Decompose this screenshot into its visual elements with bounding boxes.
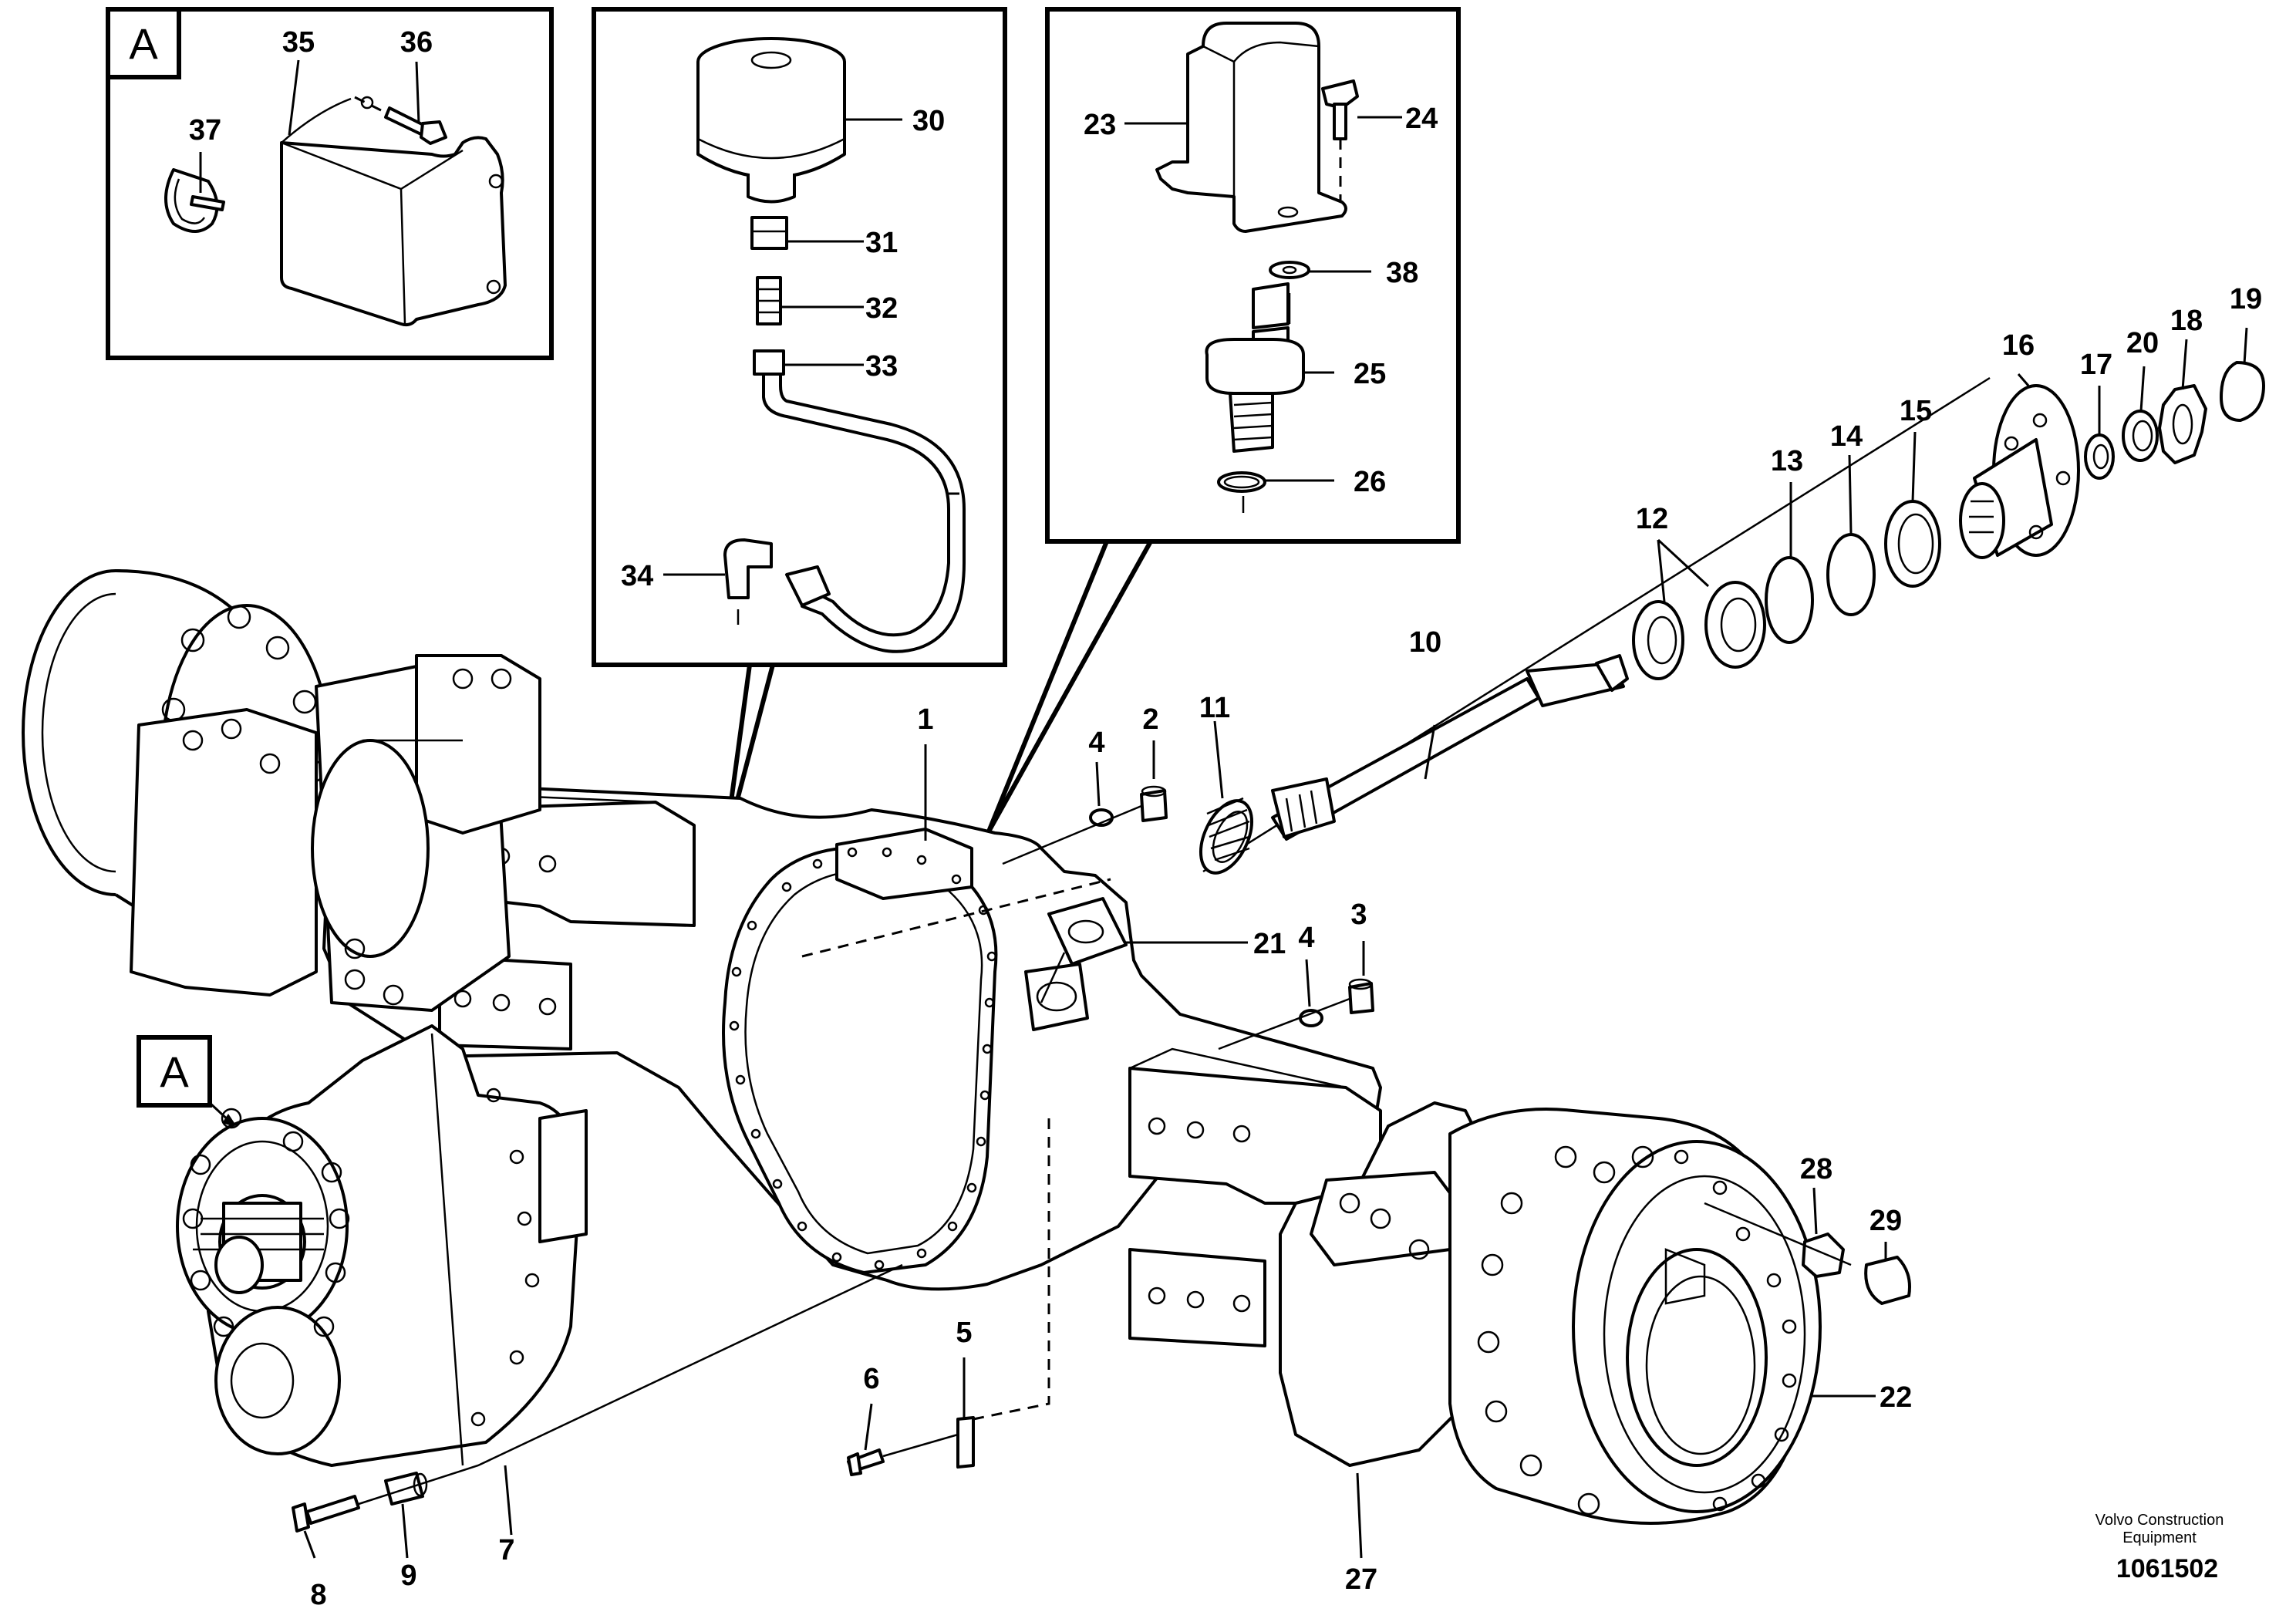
label-part-25: 25 <box>1354 358 1386 390</box>
screw-6 <box>847 1433 959 1476</box>
carrier-bolt-axis <box>358 1263 903 1506</box>
left-wheel-hub <box>22 569 541 1012</box>
plug-axis-lines <box>1002 804 1350 1050</box>
spacer-ring-13 <box>1765 556 1814 644</box>
label-part-15: 15 <box>1900 395 1932 427</box>
label-part-30: 30 <box>912 105 945 137</box>
label-part-13: 13 <box>1771 445 1803 477</box>
label-part-18: 18 <box>2170 305 2203 337</box>
label-part-35: 35 <box>282 26 315 59</box>
label-part-8: 8 <box>310 1579 326 1611</box>
view-letter-top: A <box>129 19 158 68</box>
sensor-callout-pointer <box>986 540 1153 833</box>
plug-2 <box>1140 785 1168 822</box>
detail-frame-sensor <box>1045 7 1461 544</box>
detail-frame-breather <box>592 7 1007 667</box>
hub-axis-line <box>1704 1202 1852 1266</box>
document-number: 1061502 <box>2116 1554 2218 1583</box>
label-part-27: 27 <box>1345 1563 1377 1596</box>
shield-bracket <box>280 96 507 327</box>
right-wheel-hub <box>1279 1101 1822 1525</box>
breather-filter-30 <box>696 37 846 204</box>
temperature-sensor-25 <box>1205 282 1305 453</box>
label-part-17: 17 <box>2080 349 2112 381</box>
label-part-29: 29 <box>1870 1205 1902 1237</box>
cable-strap-37 <box>164 168 225 233</box>
label-part-1: 1 <box>917 703 933 736</box>
label-part-16: 16 <box>2002 329 2035 362</box>
fitting-32 <box>756 276 782 325</box>
ring-gear-11 <box>1199 797 1254 875</box>
label-part-12: 12 <box>1636 503 1668 535</box>
seal-15 <box>1884 500 1941 588</box>
label-part-4-upper: 4 <box>1088 727 1104 759</box>
bolt-8 <box>292 1495 360 1533</box>
label-plate-5 <box>956 1118 1050 1469</box>
part-labels: 1 2 3 4 4 5 6 7 8 9 10 11 12 13 14 15 16… <box>189 26 2262 1611</box>
differential-carrier-7 <box>176 1024 588 1467</box>
label-part-9: 9 <box>400 1560 416 1592</box>
view-a-marker-top: A <box>106 7 181 79</box>
retaining-ring-19 <box>2220 361 2265 422</box>
bracket-23 <box>1155 22 1347 233</box>
leader-lines <box>199 59 2248 1559</box>
elbow-fitting-34 <box>723 538 831 625</box>
label-part-10: 10 <box>1409 626 1441 659</box>
label-part-2: 2 <box>1142 703 1158 736</box>
detail-frame-a <box>106 7 554 360</box>
plug-3 <box>1348 978 1374 1014</box>
label-part-3: 3 <box>1350 899 1367 931</box>
label-part-34: 34 <box>621 560 653 592</box>
view-a-marker-bottom: A <box>137 1035 238 1128</box>
breather-hose <box>762 373 966 653</box>
bolt-24 <box>1321 79 1359 201</box>
label-part-24: 24 <box>1405 103 1438 135</box>
flange-bolt-holes <box>729 847 997 1270</box>
bolt-36 <box>354 96 447 145</box>
label-part-11: 11 <box>1199 692 1230 724</box>
label-part-22: 22 <box>1880 1381 1912 1414</box>
label-part-21: 21 <box>1253 928 1286 960</box>
label-part-37: 37 <box>189 114 221 147</box>
cap-29 <box>1864 1256 1911 1305</box>
lock-plate-18 <box>2158 384 2207 464</box>
o-ring-26 <box>1217 471 1266 513</box>
label-part-31: 31 <box>865 227 898 259</box>
label-part-14: 14 <box>1830 420 1863 453</box>
label-part-4-lower: 4 <box>1298 922 1314 954</box>
label-part-19: 19 <box>2230 283 2262 315</box>
snap-ring-14 <box>1826 533 1876 616</box>
label-part-26: 26 <box>1354 466 1386 498</box>
plug-28 <box>1802 1233 1845 1278</box>
label-part-33: 33 <box>865 350 898 383</box>
drive-shaft-10 <box>1271 654 1629 841</box>
label-part-6: 6 <box>863 1363 879 1395</box>
credit-line-2: Equipment <box>2122 1529 2197 1546</box>
label-part-7: 7 <box>498 1534 514 1566</box>
companion-flange-16 <box>1959 384 2080 559</box>
view-letter-bottom: A <box>160 1047 189 1096</box>
nut-20 <box>2122 410 2159 462</box>
label-part-38: 38 <box>1386 257 1418 289</box>
label-part-23: 23 <box>1084 109 1116 141</box>
axle-housing-1 <box>322 777 1382 1347</box>
label-part-32: 32 <box>865 292 898 325</box>
label-part-5: 5 <box>956 1317 972 1349</box>
credit-line-1: Volvo Construction <box>2095 1512 2224 1529</box>
label-part-20: 20 <box>2126 327 2159 359</box>
washer-17 <box>2084 433 2115 480</box>
label-part-36: 36 <box>400 26 433 59</box>
label-part-28: 28 <box>1800 1153 1832 1185</box>
bearing-12 <box>1632 581 1766 680</box>
fitting-31 <box>750 216 788 250</box>
fitting-33 <box>753 349 785 376</box>
